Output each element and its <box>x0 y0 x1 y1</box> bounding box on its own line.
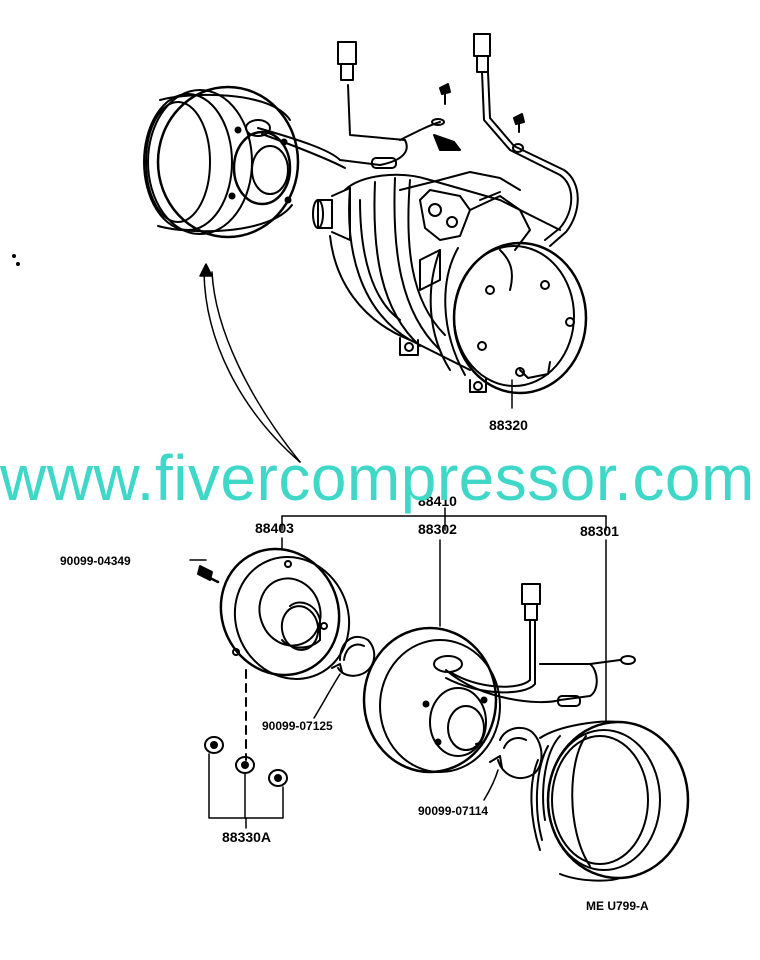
assembly-arrow <box>199 263 301 463</box>
label-90099-04349: 90099-04349 <box>60 554 131 568</box>
top-wiring-harness <box>257 33 579 247</box>
snap-ring-small <box>313 635 376 719</box>
bracket-88410 <box>281 507 607 531</box>
snap-ring-large <box>483 726 543 801</box>
stator-wiring-harness <box>445 583 636 707</box>
pressure-plate <box>219 537 351 680</box>
stator <box>362 539 501 774</box>
label-90099-07125: 90099-07125 <box>262 719 333 733</box>
compressor-body <box>312 171 588 395</box>
label-88410: 88410 <box>418 493 457 509</box>
watermark-text: www.fivercompressor.com <box>0 442 755 514</box>
label-88301: 88301 <box>580 523 619 539</box>
label-88302: 88302 <box>418 521 457 537</box>
speck-2 <box>16 262 20 266</box>
label-88320: 88320 <box>489 417 528 433</box>
label-88403: 88403 <box>255 520 294 536</box>
diagram-code: ME U799-A <box>586 899 649 913</box>
bolt-90099-04349 <box>189 559 220 584</box>
assembled-clutch-pulley <box>143 85 300 239</box>
label-88330A: 88330A <box>222 829 272 845</box>
shim-set <box>204 736 288 829</box>
speck-1 <box>12 254 16 258</box>
label-90099-07114: 90099-07114 <box>418 804 489 818</box>
compressor-bolts <box>439 83 525 133</box>
pulley <box>530 539 690 882</box>
